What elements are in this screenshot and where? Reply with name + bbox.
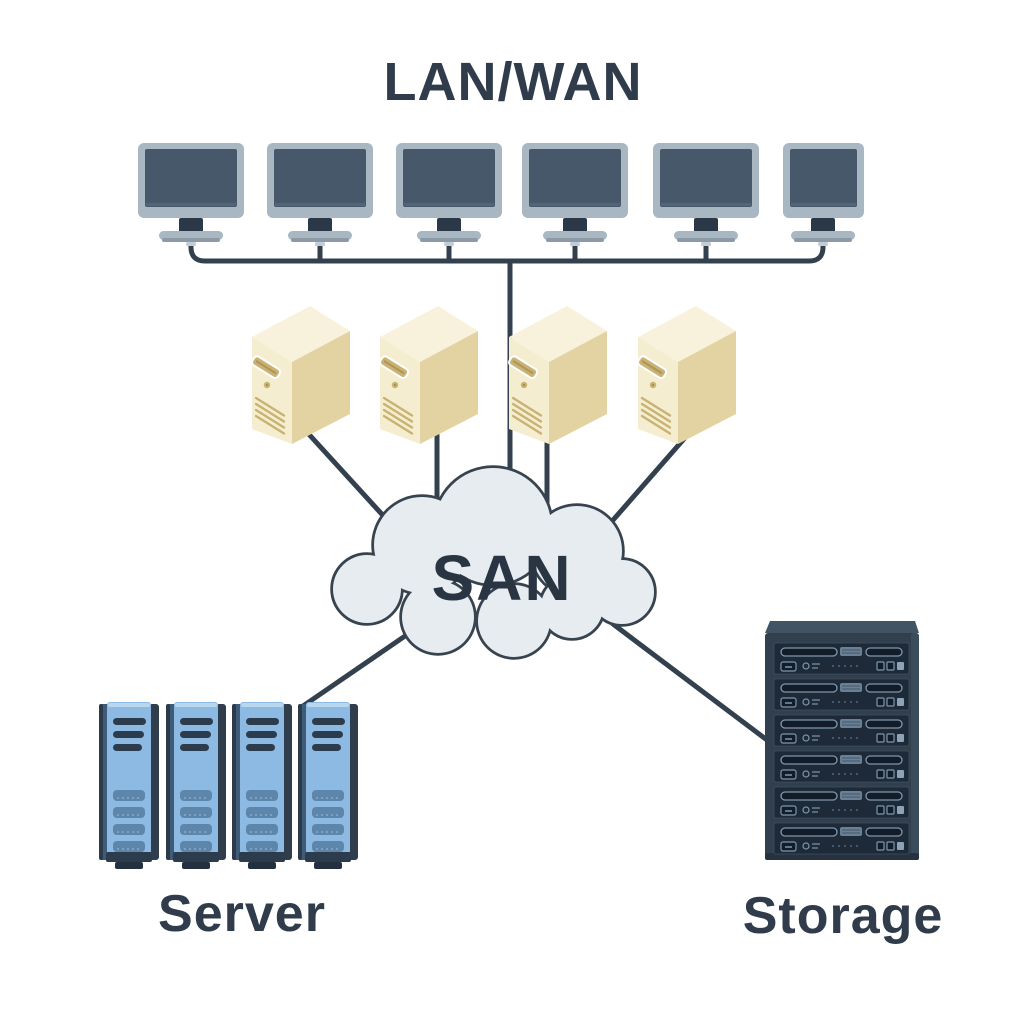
host4-to-san-line [597, 429, 693, 538]
server-tower-icon [231, 701, 293, 870]
server-tower-icon [98, 701, 160, 870]
host-tower-icon [249, 304, 352, 446]
monitor-icon [522, 143, 628, 246]
server-tower-icon [165, 701, 227, 870]
storage-label: Storage [743, 887, 944, 945]
server-label: Server [158, 885, 326, 943]
storage-unit [773, 714, 910, 747]
san-to-server-line [300, 631, 411, 709]
host-tower-icon [635, 304, 738, 446]
monitor-icon [653, 143, 759, 246]
monitor-icon [396, 143, 502, 246]
server-tower-icon [297, 701, 359, 870]
storage-unit [773, 822, 910, 855]
storage-unit [773, 750, 910, 783]
storage-unit [773, 678, 910, 711]
lan-wan-title: LAN/WAN [384, 52, 643, 112]
host-tower-icon [506, 304, 609, 446]
host-tower-icon [377, 304, 480, 446]
host-tower-group [249, 304, 738, 446]
monitor-icon [783, 143, 864, 246]
storage-rack-icon [765, 621, 919, 860]
monitor-icon [267, 143, 373, 246]
storage-unit [773, 786, 910, 819]
storage-unit [773, 642, 910, 675]
san-cloud: SAN [330, 465, 657, 660]
workstation-group [138, 143, 864, 246]
monitor-icon [138, 143, 244, 246]
server-group [98, 701, 359, 870]
san-to-storage-line [610, 621, 770, 743]
lan-bus-line [188, 236, 826, 264]
san-cloud-label: SAN [431, 542, 572, 614]
